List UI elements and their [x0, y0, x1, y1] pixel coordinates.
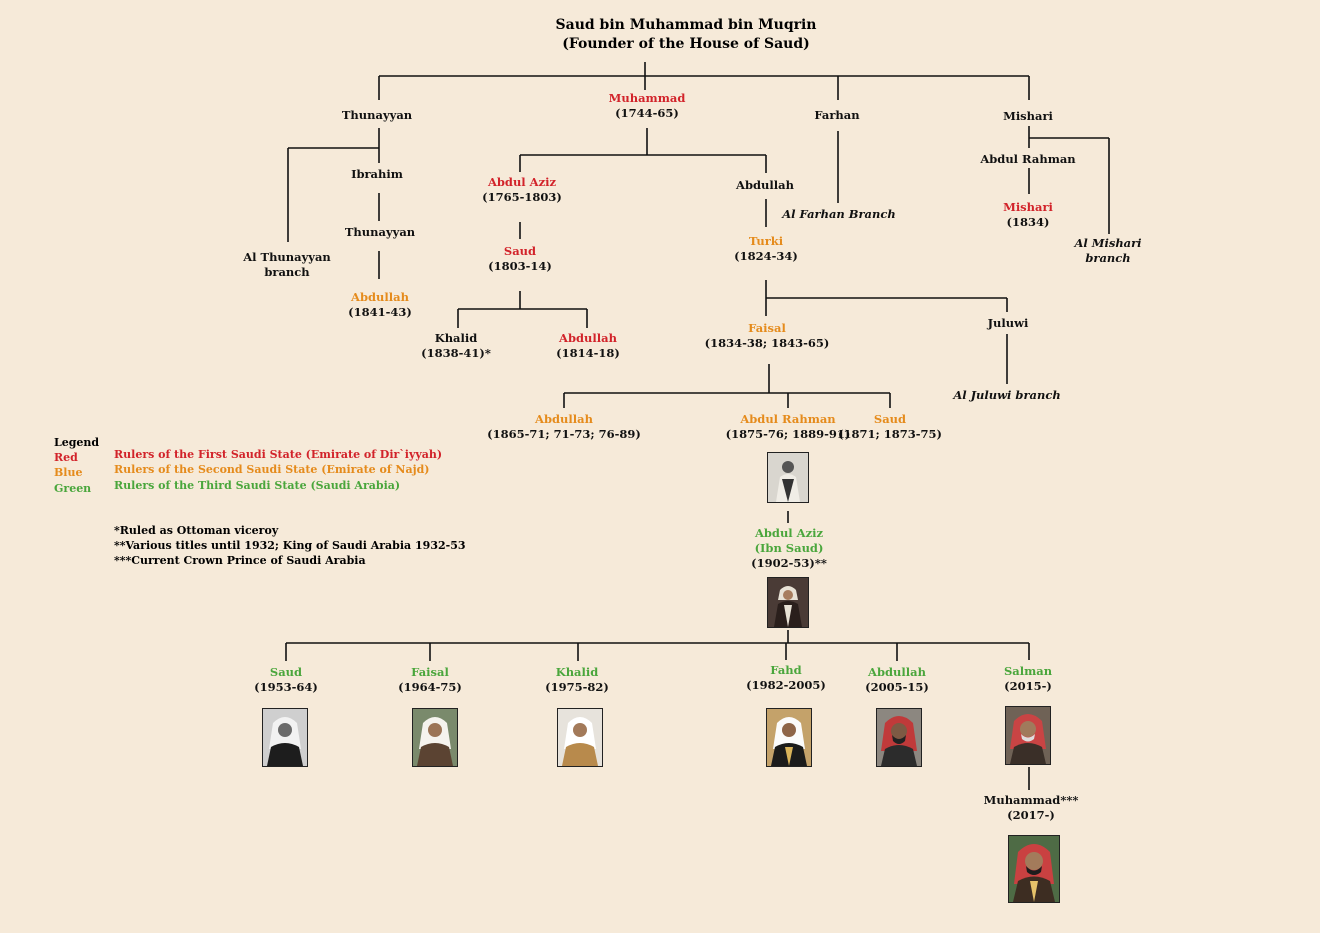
node-mishari: Mishari	[1003, 109, 1053, 123]
node-turki: Turki (1824-34)	[734, 234, 798, 263]
node-salman: Salman (2015-)	[1003, 664, 1053, 693]
legend-desc-green: Rulers of the Third Saudi State (Saudi A…	[114, 479, 401, 492]
node-abdullah-1865: Abdullah (1865-71; 71-73; 76-89)	[487, 412, 641, 441]
footnote-3: ***Current Crown Prince of Saudi Arabia	[114, 554, 366, 567]
legend-color-red: Red	[54, 451, 78, 464]
legend-desc-red: Rulers of the First Saudi State (Emirate…	[114, 448, 443, 461]
node-thunayyan: Thunayyan	[341, 108, 413, 122]
node-faisal-1964: Faisal (1964-75)	[398, 665, 462, 694]
node-abdullah-son: Abdullah	[736, 178, 794, 192]
node-abdul-rahman-1875: Abdul Rahman (1875-76; 1889-91)	[725, 412, 851, 441]
node-ibn-saud: Abdul Aziz (Ibn Saud) (1902-53)**	[751, 526, 827, 570]
portrait-khalid-image	[557, 708, 603, 767]
portrait-faisal-image	[412, 708, 458, 767]
node-al-farhan-branch: Al Farhan Branch	[782, 207, 896, 221]
node-muhammad-2017: Muhammad*** (2017-)	[983, 793, 1079, 822]
portrait-fahd-image	[766, 708, 812, 767]
footnotes: *Ruled as Ottoman viceroy **Various titl…	[114, 523, 466, 568]
node-mishari-1834: Mishari (1834)	[1003, 200, 1053, 229]
footnote-1: *Ruled as Ottoman viceroy	[114, 524, 279, 537]
node-abdullah-1841: Abdullah (1841-43)	[348, 290, 412, 319]
node-faisal-1834: Faisal (1834-38; 1843-65)	[704, 321, 830, 350]
node-juluwi: Juluwi	[987, 316, 1029, 330]
founder-title: Saud bin Muhammad bin Muqrin (Founder of…	[556, 16, 817, 54]
legend-color-blue: Blue	[54, 466, 83, 479]
node-fahd: Fahd (1982-2005)	[746, 663, 826, 692]
node-saud-1953: Saud (1953-64)	[254, 665, 318, 694]
node-al-thunayyan-branch: Al Thunayyan branch	[243, 250, 331, 279]
node-saud-1871: Saud (1871; 1873-75)	[838, 412, 942, 441]
footnote-2: **Various titles until 1932; King of Sau…	[114, 539, 466, 552]
node-ibrahim: Ibrahim	[351, 167, 403, 181]
node-thunayyan-2: Thunayyan	[344, 225, 416, 239]
node-khalid-1975: Khalid (1975-82)	[545, 665, 609, 694]
node-saud-1803: Saud (1803-14)	[488, 244, 552, 273]
node-abdullah-1814: Abdullah (1814-18)	[556, 331, 620, 360]
legend-heading: Legend	[54, 436, 100, 449]
legend-desc-blue: Rulers of the Second Saudi State (Emirat…	[114, 463, 430, 476]
node-al-mishari-branch: Al Mishari branch	[1074, 236, 1142, 265]
founder-name: Saud bin Muhammad bin Muqrin	[555, 17, 817, 33]
node-abdul-aziz-1765: Abdul Aziz (1765-1803)	[482, 175, 562, 204]
node-farhan: Farhan	[814, 108, 860, 122]
node-abdullah-2005: Abdullah (2005-15)	[865, 665, 929, 694]
node-muhammad: Muhammad (1744-65)	[608, 91, 686, 120]
portrait-muhammad-image	[1008, 835, 1060, 903]
node-khalid-1838: Khalid (1838-41)*	[421, 331, 491, 360]
node-abdul-rahman-mishari: Abdul Rahman	[980, 152, 1076, 166]
portrait-salman-image	[1005, 706, 1051, 765]
node-al-juluwi-branch: Al Juluwi branch	[953, 388, 1061, 402]
founder-subtitle: (Founder of the House of Saud)	[562, 36, 810, 52]
portrait-abdul-rahman-image	[767, 452, 809, 503]
portrait-saud-image	[262, 708, 308, 767]
portrait-abdullah-image	[876, 708, 922, 767]
portrait-ibn-saud-image	[767, 577, 809, 628]
legend-color-green: Green	[54, 482, 92, 495]
